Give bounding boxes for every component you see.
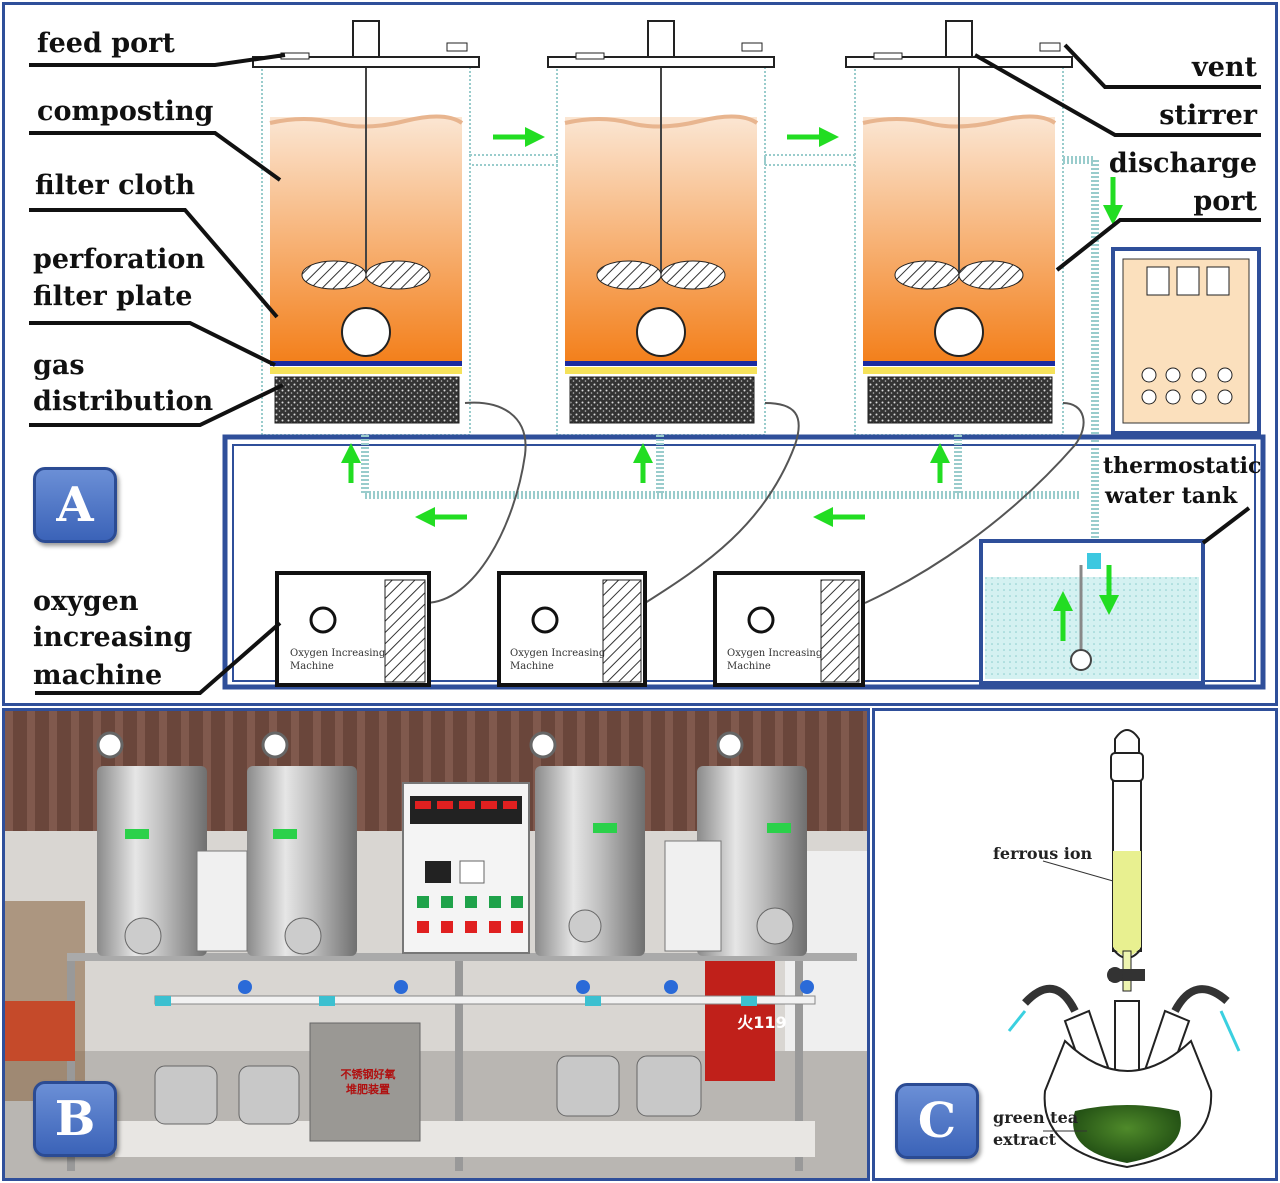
label-perforation: perforation: [33, 244, 205, 275]
extinguisher-label: 火119: [737, 1013, 787, 1032]
badge-c: C: [895, 1083, 979, 1159]
label-machine: machine: [33, 660, 163, 691]
air-pumps: [154, 1055, 702, 1125]
reactor-3: [845, 20, 1073, 436]
steel-tank-3: [529, 731, 645, 956]
label-ferrous-ion: ferrous ion: [993, 844, 1093, 863]
reactor-2: [547, 20, 775, 436]
oxygen-machine-1: [275, 571, 431, 687]
label-increasing: increasing: [33, 622, 193, 653]
panel-c-apparatus: ferrous ion green tea extract C: [872, 708, 1278, 1181]
oxygen-machine-2: [497, 571, 647, 687]
label-oxygen: oxygen: [33, 586, 139, 617]
label-green-tea: green tea: [993, 1108, 1079, 1127]
reactor-1: [252, 20, 480, 436]
badge-b: B: [33, 1081, 117, 1157]
steel-tank-1: [96, 731, 207, 956]
label-composting: composting: [37, 96, 214, 127]
label-feed-port: feed port: [37, 28, 175, 59]
equipment-photo-drawing: [5, 711, 867, 1178]
label-filter-plate: filter plate: [33, 281, 193, 312]
panel-b-photo: 不锈钢好氧堆肥装置 火119 B: [2, 708, 870, 1181]
flow-arrows: [341, 127, 1123, 641]
label-distribution: distribution: [33, 386, 214, 417]
oxygen-machine-3: [713, 571, 865, 687]
composting-schematic-drawing: [29, 20, 1266, 695]
label-vent: vent: [1192, 52, 1257, 83]
label-filter-cloth: filter cloth: [35, 170, 195, 201]
flask-apparatus-drawing: [1007, 729, 1241, 1169]
steel-tank-2: [247, 731, 357, 956]
label-discharge: discharge: [1108, 148, 1257, 179]
label-thermostatic: thermostatic: [1103, 453, 1262, 479]
label-gas: gas: [33, 350, 85, 381]
panel-a-schematic: feed port composting filter cloth perfor…: [2, 2, 1278, 706]
control-cabinet: [402, 782, 530, 954]
badge-a: A: [33, 467, 117, 543]
label-port: port: [1193, 186, 1257, 217]
label-stirrer: stirrer: [1159, 100, 1257, 131]
label-water-tank: water tank: [1105, 483, 1238, 509]
steel-tank-4: [697, 731, 807, 956]
box-label: 不锈钢好氧堆肥装置: [340, 1068, 396, 1096]
water-tank: [979, 539, 1205, 685]
leader-lines: [29, 43, 1261, 695]
label-extract: extract: [993, 1130, 1057, 1149]
